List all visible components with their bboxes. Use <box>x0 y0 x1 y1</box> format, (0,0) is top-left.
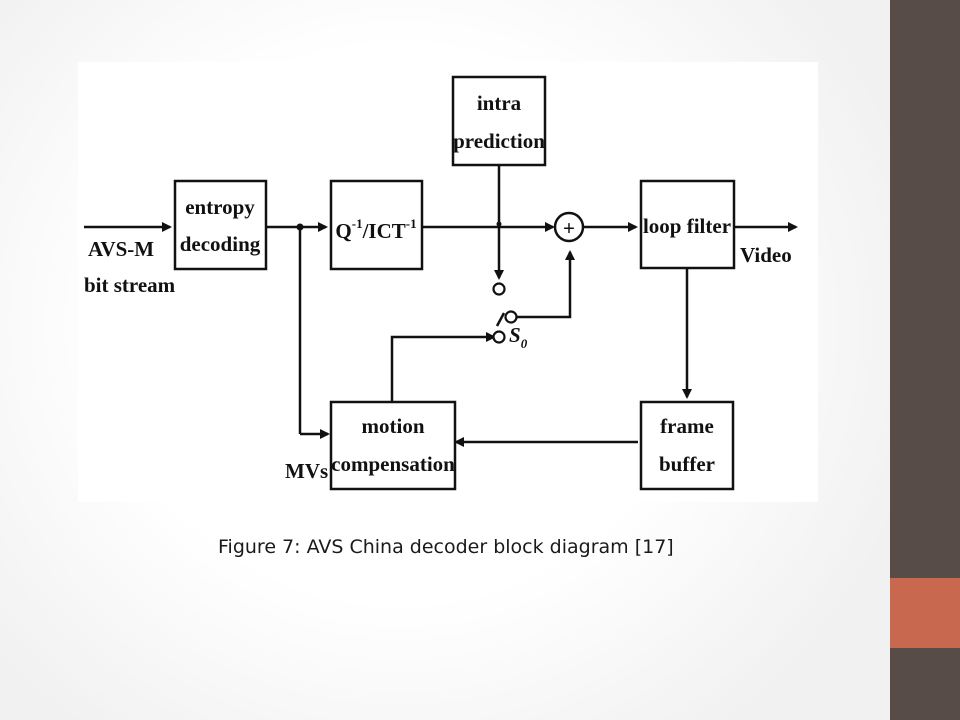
frame-label-2: buffer <box>659 452 715 476</box>
loop-filter-block <box>639 179 736 270</box>
switch-contact-bottom <box>492 330 506 344</box>
motion-to-switch-arrow <box>390 332 496 402</box>
frame-buffer-block <box>639 400 735 491</box>
switch-blade <box>495 312 506 327</box>
input-label-2: bit stream <box>84 273 176 297</box>
figure-caption: Figure 7: AVS China decoder block diagra… <box>218 536 674 558</box>
mv-junction-dot <box>296 223 304 231</box>
entropy-label-1: entropy <box>185 195 255 219</box>
input-label-1: AVS-M <box>88 237 154 261</box>
iq-ict-block <box>329 179 424 271</box>
switch-to-summer-arrow <box>507 250 575 319</box>
entropy-label-2: decoding <box>180 232 261 256</box>
intra-junction-dot <box>496 221 502 227</box>
entropy-decoding-block <box>173 179 268 271</box>
iq-q-sup: -1 <box>352 216 363 231</box>
output-label: Video <box>740 243 792 267</box>
iq-ict-label: Q-1/ICT-1 <box>335 216 416 243</box>
intra-prediction-block <box>451 75 547 167</box>
summer-symbol: + <box>563 216 575 240</box>
motion-compensation-block <box>329 400 457 491</box>
switch-sub: 0 <box>521 336 528 351</box>
decoder-block-diagram: + entropy decoding Q-1/ICT-1 intra predi… <box>84 75 798 491</box>
switch-contact-top <box>492 282 506 296</box>
summer-node: + <box>553 211 585 243</box>
iq-ict: /ICT <box>362 219 406 243</box>
iq-q: Q <box>335 219 351 243</box>
motion-label-2: compensation <box>331 452 455 476</box>
loop-filter-label: loop filter <box>643 214 731 238</box>
intra-label-2: prediction <box>453 129 545 153</box>
motion-label-1: motion <box>362 414 425 438</box>
iq-ict-sup: -1 <box>406 216 417 231</box>
switch-label: S0 <box>509 323 528 351</box>
switch-contact-out <box>504 310 518 324</box>
side-accent <box>890 578 960 648</box>
mvs-label: MVs <box>285 459 328 483</box>
intra-label-1: intra <box>477 91 522 115</box>
switch-s: S <box>509 323 521 347</box>
frame-label-1: frame <box>660 414 714 438</box>
